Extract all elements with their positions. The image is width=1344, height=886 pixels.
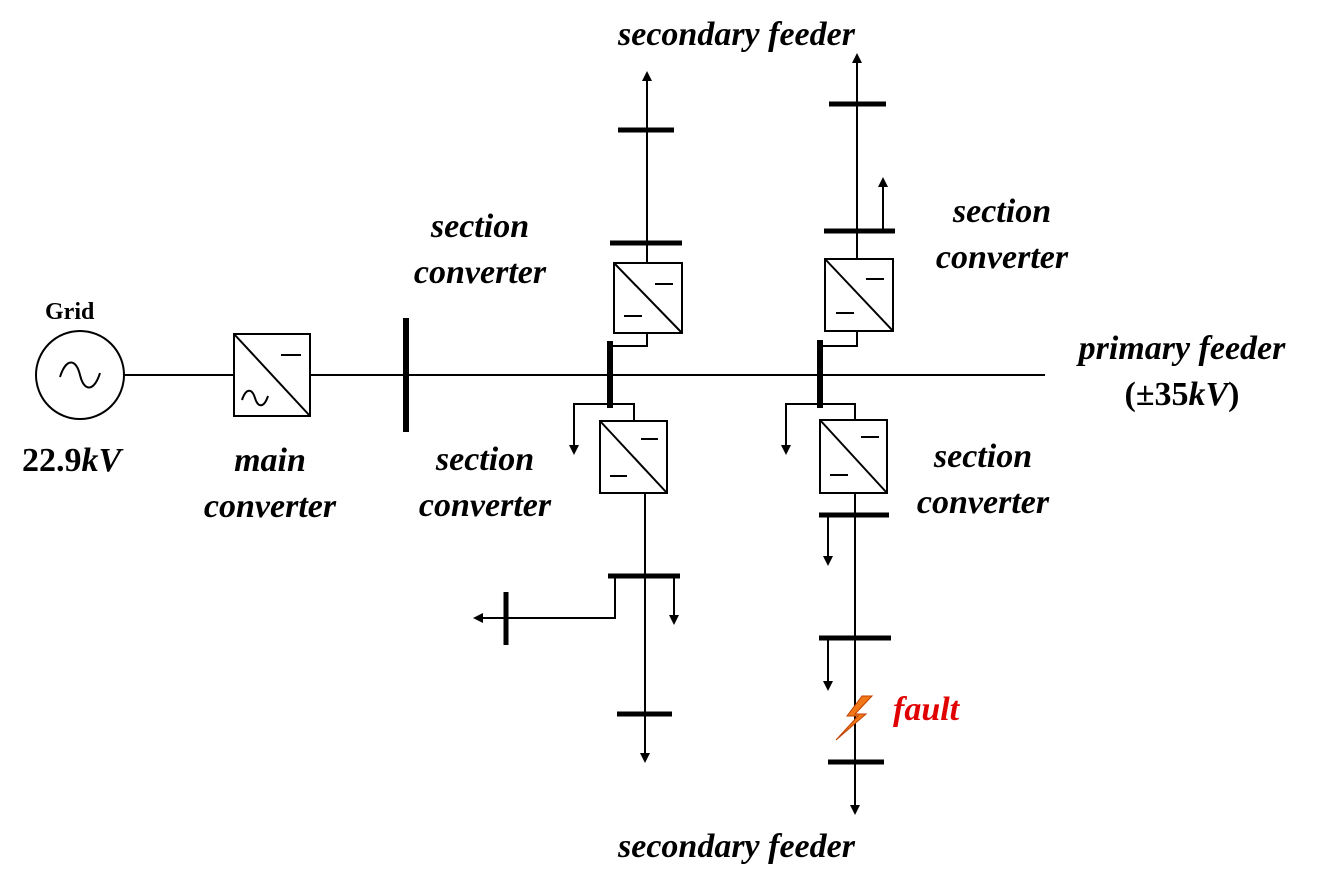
section-converter-icon [819, 419, 888, 494]
connector [820, 331, 858, 347]
voltage-close: ) [1228, 376, 1240, 413]
section-converter-line2: converter [418, 487, 552, 524]
section-converter-line2: converter [413, 254, 547, 291]
load-arrow [781, 403, 820, 455]
section-converter-label-upper-right: section converter [912, 195, 1092, 275]
section-converter-label-lower-right: section converter [893, 440, 1073, 520]
voltage-unit: kV [1188, 376, 1229, 413]
section-converter-icon [599, 420, 668, 494]
section-converter-label-upper-left: section converter [390, 210, 570, 290]
section-converter-line1: section [952, 193, 1052, 230]
section-converter-line2: converter [935, 239, 1069, 276]
section-converter-icon [613, 262, 683, 334]
fault-label: fault [893, 691, 960, 728]
grid-voltage-number: 22.9 [22, 442, 82, 479]
lateral-line [473, 576, 616, 623]
section-converter-line2: converter [916, 484, 1050, 521]
grid-voltage-unit: kV [81, 442, 122, 479]
voltage-open: (±35 [1124, 376, 1189, 413]
grid-source-icon [35, 330, 125, 420]
section-converter-line1: section [435, 441, 535, 478]
primary-feeder-voltage: (±35kV) [1052, 378, 1312, 412]
primary-feeder-label: primary feeder (±35kV) [1052, 332, 1312, 412]
connector [820, 403, 856, 420]
fault-lightning-icon [835, 695, 874, 741]
main-converter-line2: converter [203, 488, 337, 525]
main-converter-label: main converter [180, 444, 360, 524]
secondary-feeder-label-bottom: secondary feeder [618, 828, 855, 865]
grid-label: Grid [45, 299, 95, 325]
section-converter-line1: section [430, 208, 530, 245]
section-converter-line1: section [933, 438, 1033, 475]
connector [610, 403, 635, 421]
secondary-feeder-label-top: secondary feeder [618, 16, 855, 53]
primary-feeder-text: primary feeder [1078, 330, 1286, 367]
section-converter-label-lower-left: section converter [395, 443, 575, 523]
connector [610, 333, 648, 347]
load-arrow [569, 403, 610, 455]
grid-voltage-label: 22.9kV [22, 444, 121, 478]
section-converter-icon [824, 258, 894, 332]
main-converter-line1: main [234, 442, 306, 479]
main-converter-icon [233, 333, 311, 417]
